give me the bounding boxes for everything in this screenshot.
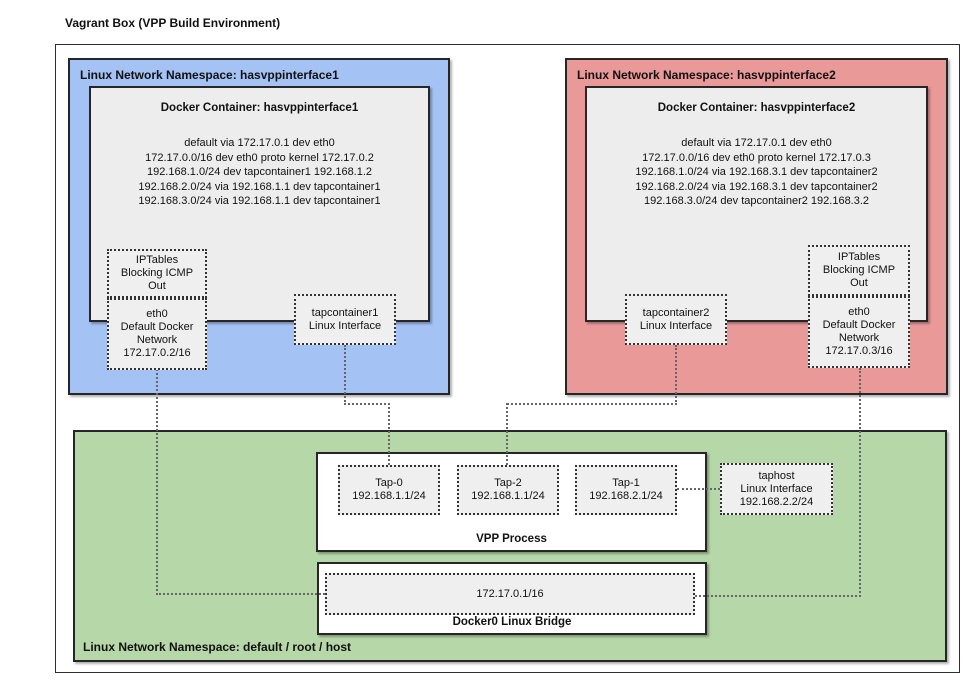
box-line: Linux Interface	[740, 482, 813, 495]
box-line: Out	[148, 280, 166, 292]
route-line: 192.168.1.0/24 via 192.168.3.1 dev tapco…	[635, 166, 878, 178]
box-line: Blocking ICMP	[120, 267, 194, 279]
box-line: IPTables	[135, 254, 179, 266]
namespace1-label: Linux Network Namespace: hasvppinterface…	[80, 68, 339, 82]
box-line: eth0	[146, 308, 168, 320]
connector-tapcontainer1-vertical	[344, 345, 346, 405]
connector-tapcontainer1-horizontal	[344, 403, 390, 405]
diagram-title: Vagrant Box (VPP Build Environment)	[65, 16, 281, 30]
route-line: default via 172.17.0.1 dev eth0	[184, 137, 335, 149]
box-line: 192.168.1.1/24	[352, 490, 426, 502]
route-line: 172.17.0.0/16 dev eth0 proto kernel 172.…	[642, 151, 871, 164]
box-line: tapcontainer1	[311, 306, 379, 319]
box-line: Linux Interface	[308, 319, 382, 332]
box-line: tapcontainer2	[642, 306, 710, 319]
route-line: 192.168.2.0/24 via 192.168.3.1 dev tapco…	[635, 180, 878, 193]
box-line: IPTables	[837, 251, 881, 263]
tap0-box: Tap-0 192.168.1.1/24	[338, 465, 440, 515]
box-line: Default Docker	[120, 321, 194, 333]
connector-tapcontainer2-horizontal	[507, 403, 677, 405]
box-line: 192.168.1.1/24	[471, 490, 545, 502]
eth0-interface2-box: eth0 Default Docker Network 172.17.0.3/1…	[808, 296, 910, 368]
box-line: Default Docker	[822, 319, 896, 331]
box-line: 172.17.0.2/16	[123, 347, 191, 359]
tap2-box: Tap-2 192.168.1.1/24	[457, 465, 559, 515]
tap1-box: Tap-1 192.168.2.1/24	[575, 465, 677, 515]
box-line: Tap-0	[375, 477, 403, 489]
namespace2-label: Linux Network Namespace: hasvppinterface…	[577, 68, 836, 82]
box-line: Tap-1	[612, 477, 640, 489]
iptables1-box: IPTables Blocking ICMP Out	[107, 249, 207, 298]
docker0-bridge-label: Docker0 Linux Bridge	[452, 616, 572, 628]
vpp-process-label: VPP Process	[476, 533, 547, 545]
box-line: Out	[850, 277, 868, 289]
connector-eth0-1-vertical	[156, 369, 158, 595]
box-line: Blocking ICMP	[822, 264, 896, 276]
route-line: 192.168.3.0/24 dev tapcontainer2 192.168…	[643, 195, 870, 207]
box-line: 172.17.0.3/16	[825, 345, 893, 357]
box-line: Tap-2	[494, 477, 522, 489]
host-namespace-label: Linux Network Namespace: default / root …	[83, 640, 352, 654]
route-line: 192.168.2.0/24 via 192.168.1.1 dev tapco…	[138, 180, 381, 193]
box-line: Network	[838, 332, 880, 344]
docker-container1-title: Docker Container: hasvppinterface1	[160, 102, 359, 114]
box-line: 192.168.2.1/24	[589, 490, 663, 502]
connector-tap1-to-taphost	[677, 488, 720, 490]
connector-tapcontainer2-vertical	[675, 345, 677, 405]
connector-eth0-2-to-bridge	[695, 595, 861, 597]
docker-container2-routes: default via 172.17.0.1 dev eth0 172.17.0…	[587, 136, 926, 209]
connector-to-tap2	[506, 403, 508, 465]
route-line: 192.168.1.0/24 dev tapcontainer1 192.168…	[146, 166, 373, 178]
route-line: 172.17.0.0/16 dev eth0 proto kernel 172.…	[145, 151, 374, 164]
box-line: eth0	[848, 306, 870, 318]
docker-container1-routes: default via 172.17.0.1 dev eth0 172.17.0…	[91, 136, 428, 209]
taphost-box: taphost Linux Interface 192.168.2.2/24	[720, 463, 833, 515]
route-line: default via 172.17.0.1 dev eth0	[681, 137, 832, 149]
box-line: Linux Interface	[639, 319, 713, 332]
iptables2-box: IPTables Blocking ICMP Out	[808, 245, 910, 296]
box-line: taphost	[758, 469, 795, 482]
tapcontainer2-box: tapcontainer2 Linux Interface	[625, 294, 727, 345]
eth0-interface1-box: eth0 Default Docker Network 172.17.0.2/1…	[107, 298, 207, 370]
tapcontainer1-box: tapcontainer1 Linux Interface	[294, 294, 396, 345]
box-line: 192.168.2.2/24	[739, 495, 814, 508]
bridge-ip-box: 172.17.0.1/16	[325, 573, 695, 615]
connector-eth0-2-vertical	[859, 368, 861, 597]
connector-eth0-1-to-bridge	[156, 593, 325, 595]
box-line: 172.17.0.1/16	[476, 587, 544, 600]
route-line: 192.168.3.0/24 via 192.168.1.1 dev tapco…	[138, 195, 381, 207]
docker-container2-title: Docker Container: hasvppinterface2	[657, 102, 856, 114]
connector-to-tap0	[388, 403, 390, 465]
box-line: Network	[136, 334, 178, 346]
